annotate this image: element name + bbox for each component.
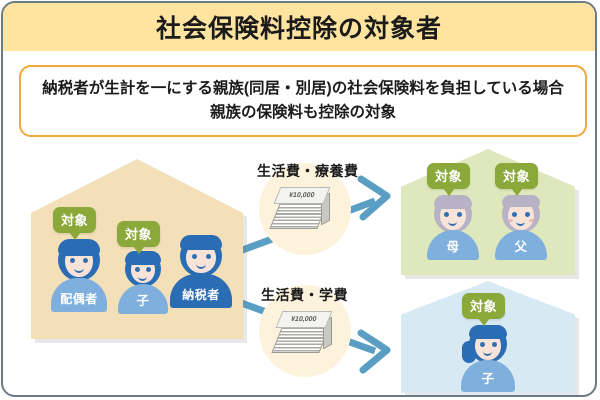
taxpayer-mouth: [196, 262, 206, 269]
father-eye-left: [512, 212, 517, 217]
person-father: 父: [493, 195, 549, 260]
taxpayer-body: 納税者: [170, 274, 232, 308]
mother-eye-right: [457, 212, 462, 217]
taxpayer-eye-right: [206, 254, 211, 259]
money-stack-child: ¥10,000: [271, 311, 333, 355]
father-body: 父: [495, 230, 547, 260]
taxpayer-hair-front: [180, 235, 222, 250]
mother-body: 母: [427, 230, 479, 260]
arrow-head-child: [357, 329, 391, 374]
mother-hair-front: [434, 195, 472, 209]
person-spouse: 配偶者: [51, 239, 107, 312]
money-amount-child: ¥10,000: [290, 316, 318, 323]
child-away-eye-left: [480, 342, 485, 347]
money-stack-body-child: [271, 325, 331, 353]
mother-eye-left: [444, 212, 449, 217]
money-top-child: ¥10,000: [275, 311, 333, 328]
money-amount-parents: ¥10,000: [288, 192, 316, 199]
person-mother: 母: [425, 195, 481, 260]
child-home-head: [125, 251, 161, 287]
child-home-body: 子: [118, 284, 168, 314]
child-away-hair-front: [469, 325, 507, 339]
child-home-eye-left: [135, 267, 140, 272]
father-label: 父: [514, 240, 528, 254]
child-home-eye-right: [146, 267, 151, 272]
child-home-hair-front: [125, 251, 161, 265]
father-cheek-left: [508, 219, 513, 222]
badge-child-home: 対象: [117, 221, 161, 254]
taxpayer-label: 納税者: [182, 288, 220, 302]
person-child-home: 子: [115, 251, 171, 314]
arrow-head-parents: [357, 175, 391, 221]
spouse-eye-left: [70, 258, 75, 263]
spouse-body: 配偶者: [51, 278, 107, 312]
spouse-mouth: [74, 266, 84, 273]
spouse-label: 配偶者: [60, 292, 98, 306]
child-away-eye-right: [492, 342, 497, 347]
child-away-mouth: [483, 349, 492, 356]
father-mouth: [516, 219, 525, 226]
person-taxpayer: 納税者: [170, 235, 232, 308]
title-bar: 社会保険料控除の対象者: [3, 3, 595, 51]
spouse-eye-right: [83, 258, 88, 263]
taxpayer-head: [180, 235, 222, 277]
child-home-mouth: [138, 274, 147, 281]
subtitle-line-2: 親族の保険料も控除の対象: [209, 104, 396, 121]
mother-mouth: [448, 219, 457, 226]
badge-father: 対象: [495, 163, 539, 196]
diagram-stage: 配偶者 対象 子 対象: [3, 139, 595, 395]
badge-mother: 対象: [427, 163, 471, 196]
father-cheek-right: [529, 219, 534, 222]
money-stack-parents: ¥10,000: [269, 187, 331, 231]
father-head: [502, 195, 540, 233]
child-away-body: 子: [461, 360, 515, 392]
taxpayer-eye-left: [192, 254, 197, 259]
flow-label-parents: 生活費・療養費: [257, 163, 359, 179]
spouse-head: [58, 239, 100, 281]
flow-label-child: 生活費・学費: [261, 287, 348, 303]
subtitle-callout: 納税者が生計を一にする親族(同居・別居)の社会保険料を負担している場合 親族の保…: [19, 65, 587, 137]
child-away-head: [462, 325, 507, 363]
badge-child-away: 対象: [462, 293, 506, 326]
person-child-away: 子: [460, 325, 516, 392]
father-eye-right: [525, 212, 530, 217]
child-home-label: 子: [136, 294, 150, 308]
badge-spouse: 対象: [53, 207, 97, 240]
father-hair-front: [502, 195, 540, 207]
mother-head: [434, 195, 472, 233]
spouse-hair-front: [58, 239, 100, 256]
money-stack-body-parents: [269, 201, 329, 229]
child-away-label: 子: [481, 372, 495, 386]
money-top-parents: ¥10,000: [273, 187, 331, 204]
subtitle-line-1: 納税者が生計を一にする親族(同居・別居)の社会保険料を負担している場合: [42, 79, 564, 97]
mother-label: 母: [446, 240, 460, 254]
page-title: 社会保険料控除の対象者: [155, 15, 442, 43]
